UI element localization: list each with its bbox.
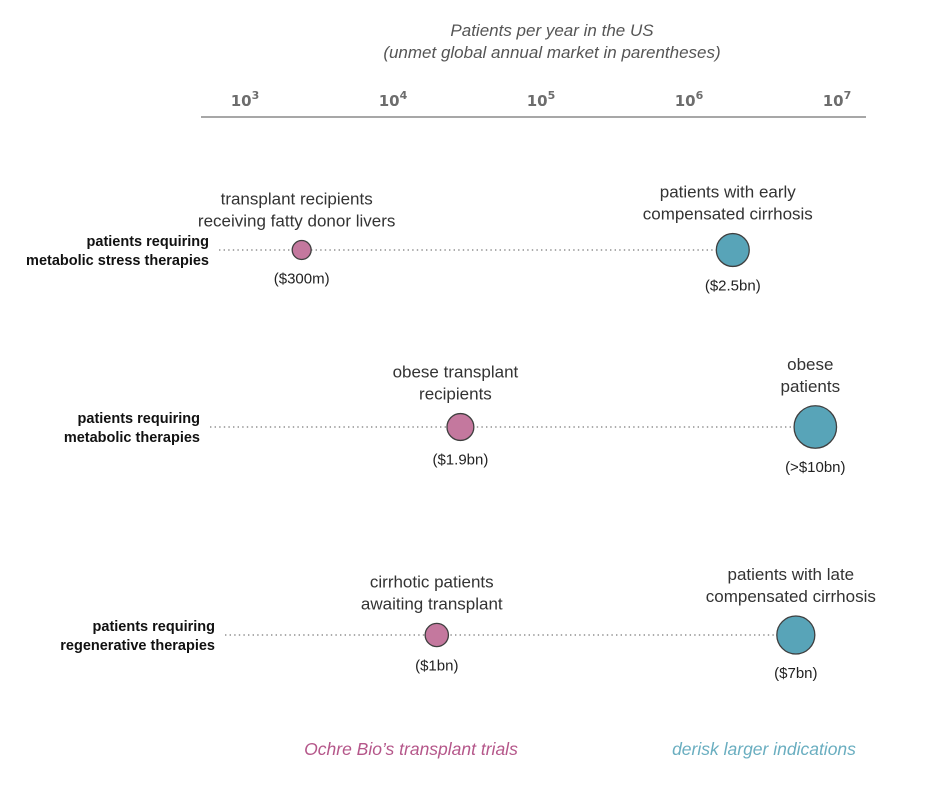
- x-tick-base: 10: [675, 92, 696, 110]
- bubble-label: obese transplant: [393, 363, 519, 382]
- bubble-label: patients with early: [660, 183, 797, 202]
- x-tick-base: 10: [823, 92, 844, 110]
- x-tick-base: 10: [527, 92, 548, 110]
- row-label: metabolic stress therapies: [26, 253, 209, 269]
- x-tick-base: 10: [231, 92, 252, 110]
- x-tick-exponent: 6: [696, 89, 704, 102]
- data-bubble: [715, 232, 750, 268]
- bubble-label: patients: [781, 377, 841, 396]
- legend-entry: Ochre Bio’s transplant trials: [304, 739, 518, 759]
- market-size-label: ($2.5bn): [705, 277, 761, 294]
- data-bubble: [424, 622, 450, 648]
- bubble-label: awaiting transplant: [361, 594, 503, 613]
- bubble-label: compensated cirrhosis: [643, 205, 813, 224]
- row-label: patients requiring: [87, 234, 209, 250]
- row-label: regenerative therapies: [60, 638, 215, 654]
- x-tick-label: 104: [379, 89, 408, 110]
- bubble-label: receiving fatty donor livers: [198, 212, 395, 231]
- x-tick-label: 106: [675, 89, 704, 110]
- bubble-label: obese: [787, 355, 833, 374]
- data-bubble: [446, 412, 475, 442]
- data-bubble: [793, 405, 838, 449]
- legend: Ochre Bio’s transplant trials derisk larg…: [304, 739, 856, 759]
- bubble-label: patients with late: [728, 565, 855, 584]
- axis-title-line-1: Patients per year in the US: [450, 21, 654, 40]
- axis-title-line-2: (unmet global annual market in parenthes…: [383, 43, 720, 62]
- bubble-label: cirrhotic patients: [370, 572, 494, 591]
- data-bubble: [291, 239, 312, 261]
- chart-row: patients requiring regenerative therapies…: [60, 565, 876, 682]
- x-tick-exponent: 5: [548, 89, 556, 102]
- chart-row: patients requiring metabolic therapies obe…: [64, 355, 846, 476]
- chart-row: patients requiring metabolic stress thera…: [26, 183, 813, 295]
- row-label: metabolic therapies: [64, 430, 200, 446]
- bubble-label: transplant recipients: [221, 190, 373, 209]
- market-size-label: ($1bn): [415, 658, 458, 675]
- data-bubble: [776, 615, 816, 655]
- x-tick-exponent: 3: [252, 89, 260, 102]
- x-tick-exponent: 7: [844, 89, 852, 102]
- row-label: patients requiring: [93, 619, 215, 635]
- bubble-label: recipients: [419, 385, 492, 404]
- x-tick-label: 105: [527, 89, 556, 110]
- chart-rows: patients requiring metabolic stress thera…: [26, 183, 876, 682]
- market-size-label: ($7bn): [774, 665, 817, 682]
- x-tick-label: 103: [231, 89, 260, 110]
- row-label: patients requiring: [78, 411, 200, 427]
- market-size-label: ($1.9bn): [432, 451, 488, 468]
- x-tick-base: 10: [379, 92, 400, 110]
- x-tick-exponent: 4: [400, 89, 408, 102]
- bubble-label: compensated cirrhosis: [706, 587, 876, 606]
- legend-entry: derisk larger indications: [672, 739, 856, 759]
- market-size-label: (>$10bn): [785, 459, 845, 476]
- market-size-label: ($300m): [274, 271, 330, 288]
- x-tick-label: 107: [823, 89, 852, 110]
